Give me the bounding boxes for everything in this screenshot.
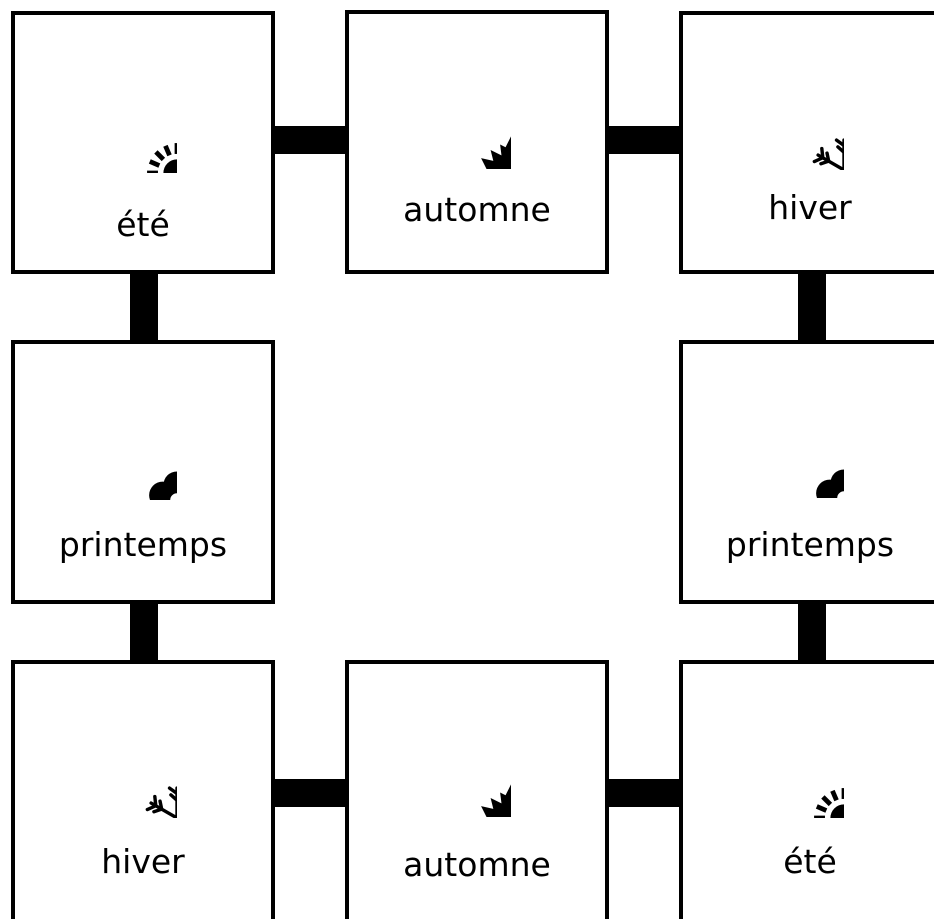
sun-icon <box>776 750 844 818</box>
maple-leaf-icon <box>443 101 511 169</box>
connector-hiver-printemps-right <box>798 262 826 354</box>
connector-automne-ete-bottom <box>596 779 692 807</box>
tile-printemps-left: printemps <box>11 340 275 604</box>
tile-ete-bottom: été <box>679 660 934 919</box>
maple-leaf-icon <box>443 749 511 817</box>
tile-label: hiver <box>768 188 852 227</box>
tile-label: printemps <box>58 525 228 564</box>
tile-label: été <box>783 842 837 881</box>
connector-automne-hiver-top <box>596 126 692 154</box>
connector-hiver-automne-bottom <box>262 779 358 807</box>
tile-label: été <box>116 205 170 244</box>
tile-hiver-bottom: hiver <box>11 660 275 919</box>
sun-icon <box>109 105 177 173</box>
connector-ete-automne-top <box>262 126 358 154</box>
tile-label: automne <box>403 190 551 229</box>
tile-label: hiver <box>101 842 185 881</box>
tile-automne-bottom: automne <box>345 660 609 919</box>
tile-ete-top: été <box>11 11 275 274</box>
tile-automne-top: automne <box>345 10 609 274</box>
connector-ete-printemps-left <box>130 262 158 354</box>
flower-icon <box>109 432 177 500</box>
flower-icon <box>776 430 844 498</box>
snowflake-icon <box>776 102 844 170</box>
tile-label: printemps <box>725 525 895 564</box>
snowflake-icon <box>109 750 177 818</box>
tile-label: automne <box>403 845 551 884</box>
tile-hiver-top: hiver <box>679 11 934 274</box>
tile-printemps-right: printemps <box>679 340 934 604</box>
